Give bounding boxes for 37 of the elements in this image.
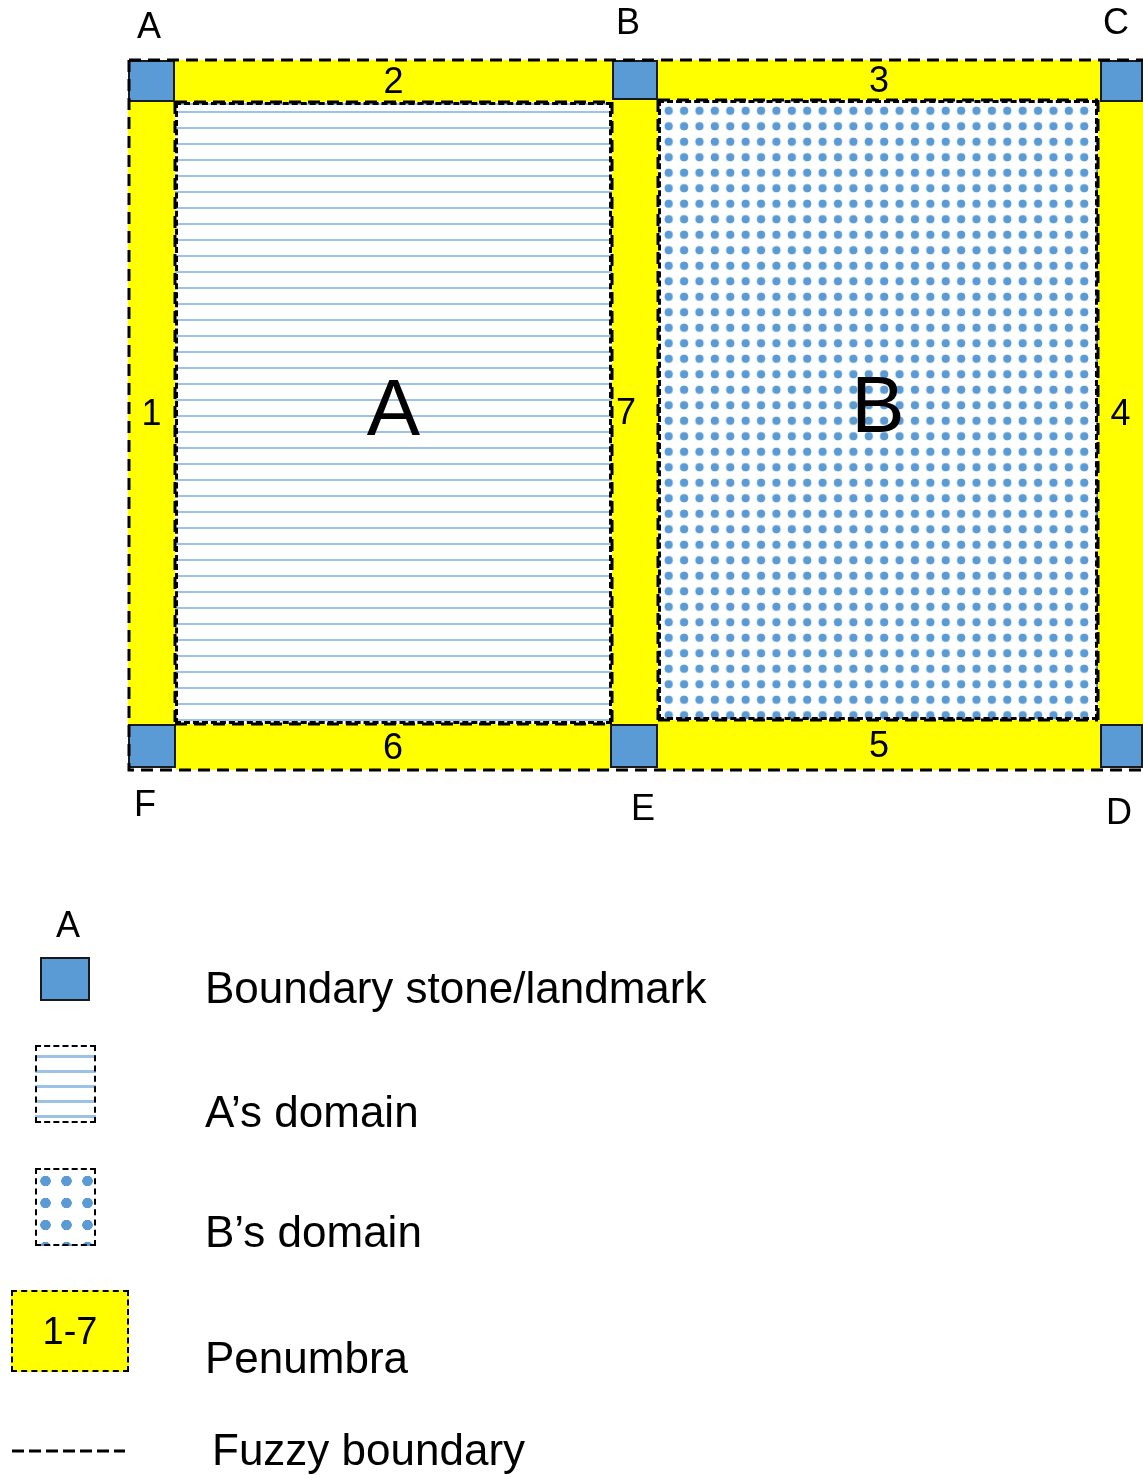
band-number: 3 xyxy=(869,62,889,98)
penumbra-band xyxy=(1098,102,1143,724)
boundary-stone xyxy=(612,60,658,100)
legend-text: Boundary stone/landmark xyxy=(205,966,707,1010)
band-number: 7 xyxy=(616,394,637,430)
penumbra-band xyxy=(175,60,612,102)
legend-corner-label: A xyxy=(56,907,80,943)
penumbra-band xyxy=(176,724,610,770)
boundary-stone xyxy=(1100,60,1143,102)
corner-label: C xyxy=(1103,4,1129,40)
domain-letter: B xyxy=(851,365,905,445)
range-label: 1-7 xyxy=(42,1312,98,1350)
penumbra-band xyxy=(658,720,1100,770)
band-number: 2 xyxy=(383,63,404,99)
boundary-stone xyxy=(1100,724,1143,768)
corner-label: A xyxy=(137,8,161,44)
band-number: 4 xyxy=(1110,395,1131,431)
band-number: 1 xyxy=(141,395,162,431)
boundary-stone xyxy=(128,60,175,102)
domain-letter: A xyxy=(366,368,421,448)
boundary-stone xyxy=(128,724,176,768)
legend-text: Fuzzy boundary xyxy=(212,1428,526,1472)
penumbra-band xyxy=(612,100,658,724)
hatched-domain-area xyxy=(175,102,612,724)
corner-label: D xyxy=(1106,794,1132,830)
dotted-domain-area xyxy=(658,100,1098,720)
legend-text: B’s domain xyxy=(205,1210,422,1254)
band-number: 6 xyxy=(383,729,403,765)
penumbra-band xyxy=(658,60,1100,100)
band-number: 5 xyxy=(869,727,889,763)
penumbra-band xyxy=(128,102,175,724)
legend-text: A’s domain xyxy=(205,1090,419,1134)
legend-text: Penumbra xyxy=(205,1336,408,1380)
corner-label: E xyxy=(631,790,655,826)
corner-label: F xyxy=(134,786,156,822)
boundary-stone xyxy=(610,724,658,768)
corner-label: B xyxy=(616,4,640,40)
